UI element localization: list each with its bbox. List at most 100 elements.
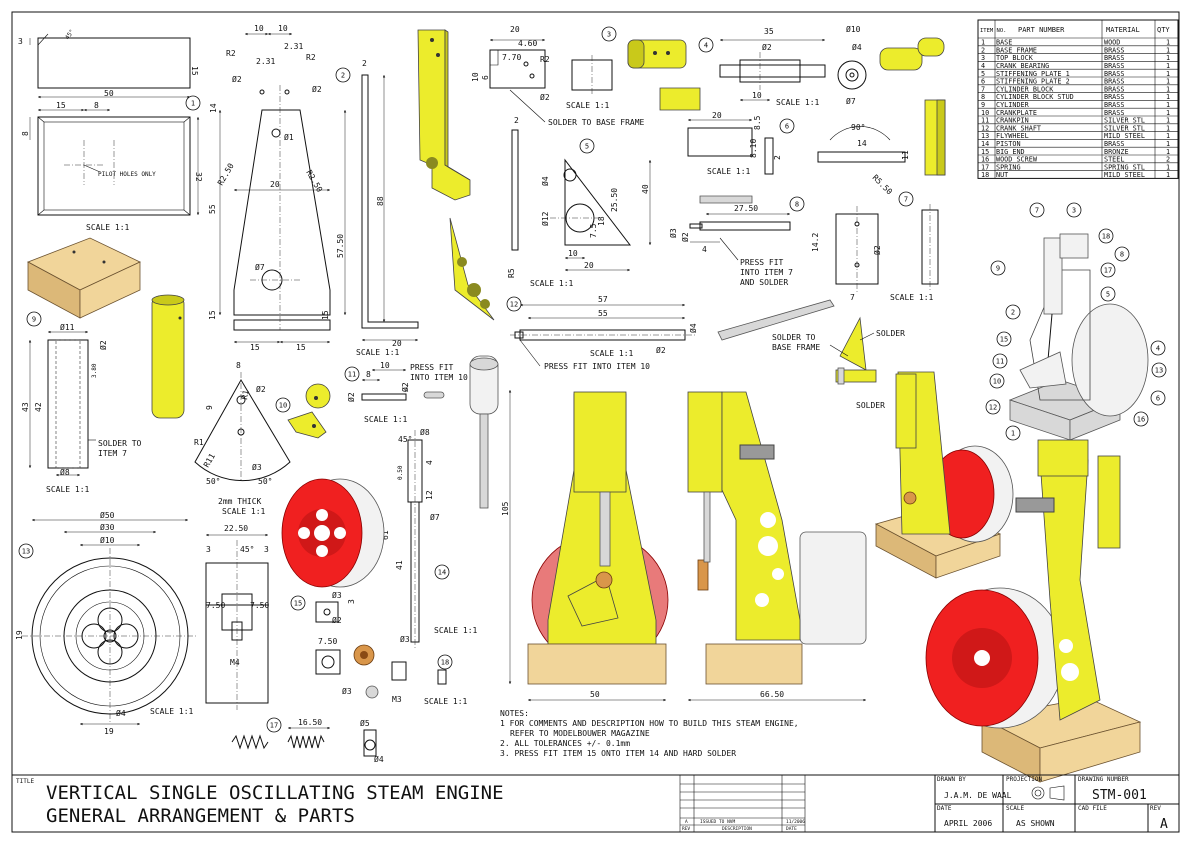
part-9-cylinder-views: Ø11 43 42 Ø2 3.80 Ø8 SOLDER TO ITEM 7 SC… [21,294,185,494]
svg-text:19: 19 [104,727,114,736]
parts-cell-qty: 1 [1166,109,1170,117]
svg-text:Ø2: Ø2 [762,42,772,52]
svg-text:40: 40 [641,184,650,194]
svg-text:Ø2: Ø2 [346,392,356,402]
svg-text:13: 13 [1155,367,1163,375]
svg-text:AND SOLDER: AND SOLDER [740,278,788,287]
balloon-17: 17 [266,717,282,733]
balloon-4: 4 [1150,340,1166,356]
svg-text:ISSUED TO NVM: ISSUED TO NVM [700,819,736,825]
svg-text:AS SHOWN: AS SHOWN [1016,819,1055,828]
svg-text:Ø2: Ø2 [400,382,410,392]
parts-cell-item: 18 [981,171,989,179]
svg-text:1: 1 [1011,430,1015,438]
svg-text:11: 11 [996,358,1004,366]
balloon-15: 15 [996,331,1012,347]
svg-text:SCALE 1:1: SCALE 1:1 [356,348,400,357]
svg-text:14: 14 [209,103,218,113]
svg-text:Ø4: Ø4 [852,42,862,52]
parts-cell-qty: 1 [1166,85,1170,93]
svg-text:4.60: 4.60 [518,39,537,48]
parts-cell-material: SPRING STL [1104,163,1145,171]
svg-text:8.5: 8.5 [753,115,762,130]
svg-text:12: 12 [510,301,518,309]
svg-text:17: 17 [1104,267,1112,275]
svg-text:TITLE: TITLE [16,778,34,785]
svg-text:INTO ITEM 10: INTO ITEM 10 [410,373,468,382]
svg-text:INTO ITEM 7: INTO ITEM 7 [740,268,793,277]
svg-text:Ø10: Ø10 [100,535,115,545]
parts-cell-part: STIFFENING PLATE 1 [996,70,1070,78]
parts-cell-part: SPRING [996,163,1021,171]
parts-cell-item: 1 [981,39,985,47]
svg-text:SCALE 1:1: SCALE 1:1 [364,415,408,424]
svg-text:Ø2: Ø2 [656,345,666,355]
svg-text:66.50: 66.50 [760,690,784,699]
svg-text:18: 18 [441,659,449,667]
svg-text:55: 55 [208,204,217,214]
svg-text:2mm THICK: 2mm THICK [218,497,262,506]
svg-text:M4: M4 [230,658,240,667]
parts-cell-material: BRASS [1104,85,1124,93]
balloon-12: 12 [506,296,522,312]
balloon-11: 11 [992,353,1008,369]
svg-text:2.31: 2.31 [284,42,303,51]
svg-text:SCALE 1:1: SCALE 1:1 [566,101,610,110]
assembly-front-side-views: 50 105 66.50 [501,390,867,702]
parts-cell-part: CRANKPIN [996,117,1029,125]
svg-text:SCALE 1:1: SCALE 1:1 [890,293,934,302]
parts-cell-item: 17 [981,163,989,171]
svg-text:8: 8 [94,101,99,110]
svg-text:Ø4: Ø4 [688,323,698,333]
parts-cell-material: BRASS [1104,78,1124,86]
svg-text:7.70: 7.70 [502,53,521,62]
svg-text:Ø3: Ø3 [252,462,262,472]
svg-text:SCALE 1:1: SCALE 1:1 [46,485,90,494]
part-11-crankpin: 8 10 Ø2 Ø2 SCALE 1:1 PRESS FIT INTO ITEM… [346,361,468,424]
svg-text:19: 19 [15,630,24,640]
balloon-16: 16 [1133,411,1149,427]
svg-text:7.50: 7.50 [318,637,337,646]
svg-text:DESCRIPTION: DESCRIPTION [722,826,752,832]
parts-cell-part: PISTON [996,140,1021,148]
svg-text:R5: R5 [507,268,516,278]
svg-text:Ø4: Ø4 [374,754,384,764]
svg-text:Ø2: Ø2 [680,232,690,242]
parts-cell-qty: 1 [1166,163,1170,171]
svg-text:4: 4 [702,245,707,254]
svg-text:15: 15 [294,600,302,608]
parts-cell-qty: 1 [1166,117,1170,125]
parts-header-part: PART NUMBER [1018,26,1065,34]
parts-cell-qty: 1 [1166,101,1170,109]
svg-text:Ø1: Ø1 [284,132,294,142]
svg-text:3. PRESS FIT ITEM 15 ONTO ITEM: 3. PRESS FIT ITEM 15 ONTO ITEM 14 AND HA… [500,749,736,758]
parts-cell-item: 13 [981,132,989,140]
parts-cell-item: 4 [981,62,985,70]
svg-text:4: 4 [704,42,708,50]
svg-text:2: 2 [1011,309,1015,317]
parts-cell-material: SILVER STL [1104,124,1145,132]
parts-cell-item: 8 [981,93,985,101]
svg-text:PRESS FIT INTO ITEM 10: PRESS FIT INTO ITEM 10 [544,362,650,371]
svg-text:SOLDER: SOLDER [876,329,905,338]
svg-text:3: 3 [1072,207,1076,215]
svg-text:18: 18 [597,216,606,226]
balloon-15: 15 [290,595,306,611]
svg-text:Ø3: Ø3 [332,590,342,600]
parts-cell-qty: 1 [1166,148,1170,156]
svg-text:8: 8 [236,361,241,370]
drawing-title-1: VERTICAL SINGLE OSCILLATING STEAM ENGINE [46,782,504,804]
svg-text:2.31: 2.31 [256,57,275,66]
svg-text:20: 20 [270,180,280,189]
svg-text:2. ALL TOLERANCES +/- 0.1mm: 2. ALL TOLERANCES +/- 0.1mm [500,739,630,748]
svg-text:14.2: 14.2 [811,233,820,252]
svg-text:ITEM 7: ITEM 7 [98,449,127,458]
parts-header-qty: QTY [1157,26,1170,34]
